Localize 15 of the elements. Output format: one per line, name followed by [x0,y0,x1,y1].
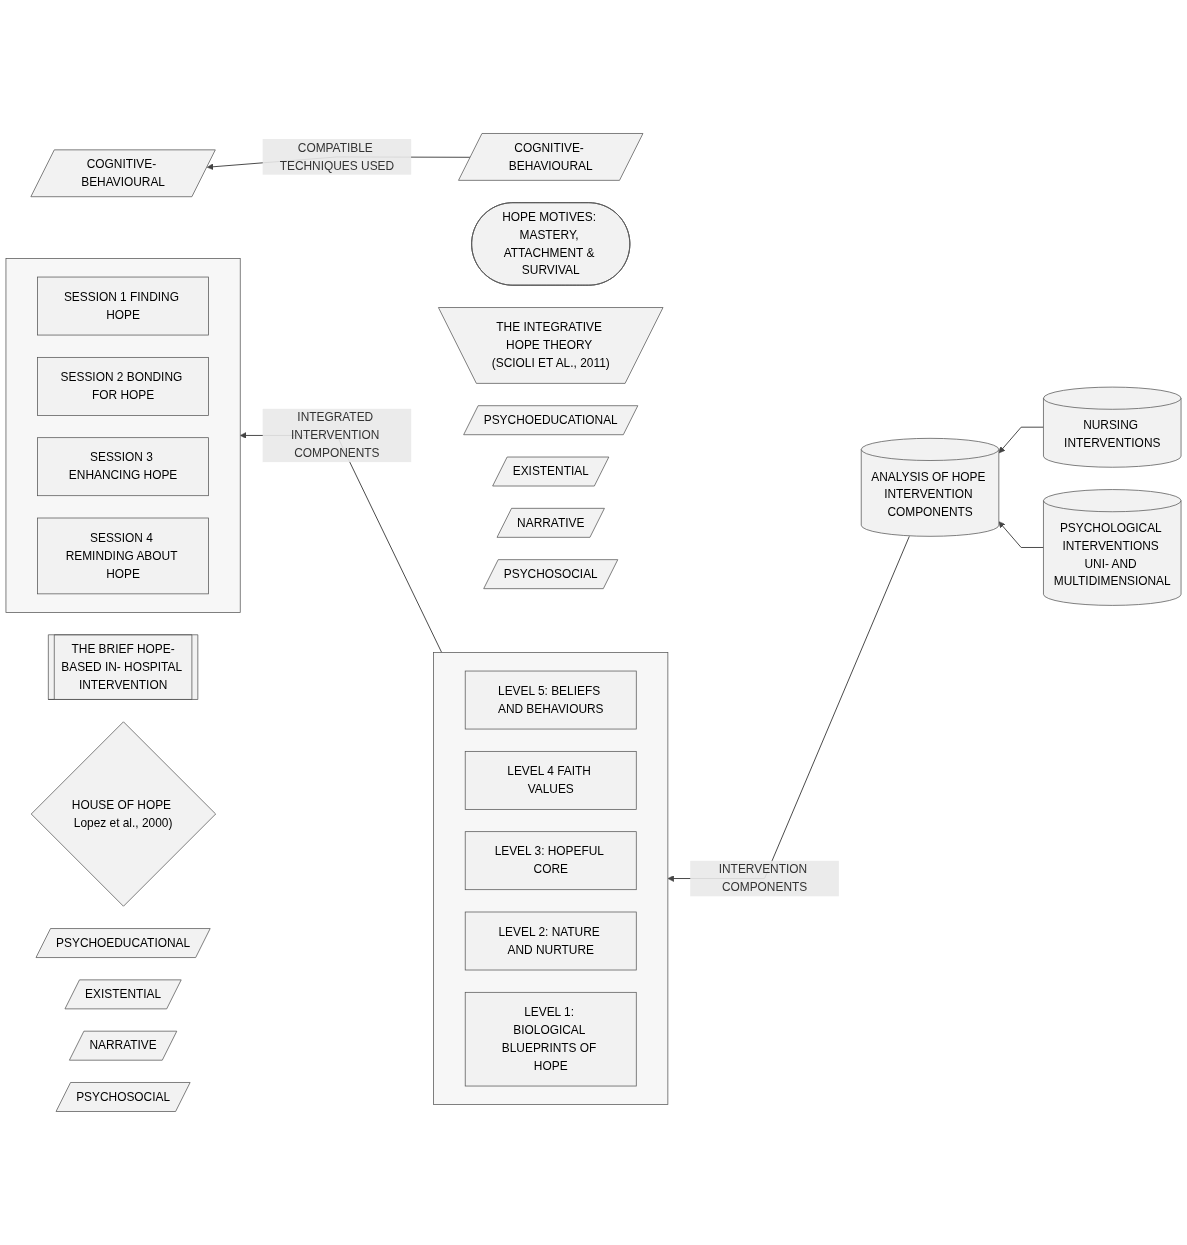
node-box: LEVEL 1: BIOLOGICAL BLUEPRINTS OF HOPE [464,991,637,1087]
node-box: LEVEL 4 FAITH VALUES [464,751,637,810]
node-box: LEVEL 3: HOPEFUL CORE [464,831,637,891]
cluster [433,652,669,1105]
node-diamond: HOUSE OF HOPE Lopez et al., 2000) [30,721,217,907]
node-box: SESSION 1 FINDING HOPE [37,276,209,336]
node-box: LEVEL 2: NATURE AND NURTURE [464,911,637,971]
node-box: SESSION 3 ENHANCING HOPE [37,437,209,497]
node-box: SESSION 2 BONDING FOR HOPE [37,357,209,416]
edge-label: COMPATIBLE TECHNIQUES USED [279,141,395,172]
node-box: LEVEL 5: BELIEFS AND BEHAVIOURS [464,670,637,730]
edge-label: INTERVENTION COMPONENTS [718,862,808,894]
edge-label: INTEGRATED INTERVENTION COMPONENTS [291,410,380,460]
cluster [5,258,241,613]
node-box: SESSION 4 REMINDING ABOUT HOPE [37,517,209,595]
